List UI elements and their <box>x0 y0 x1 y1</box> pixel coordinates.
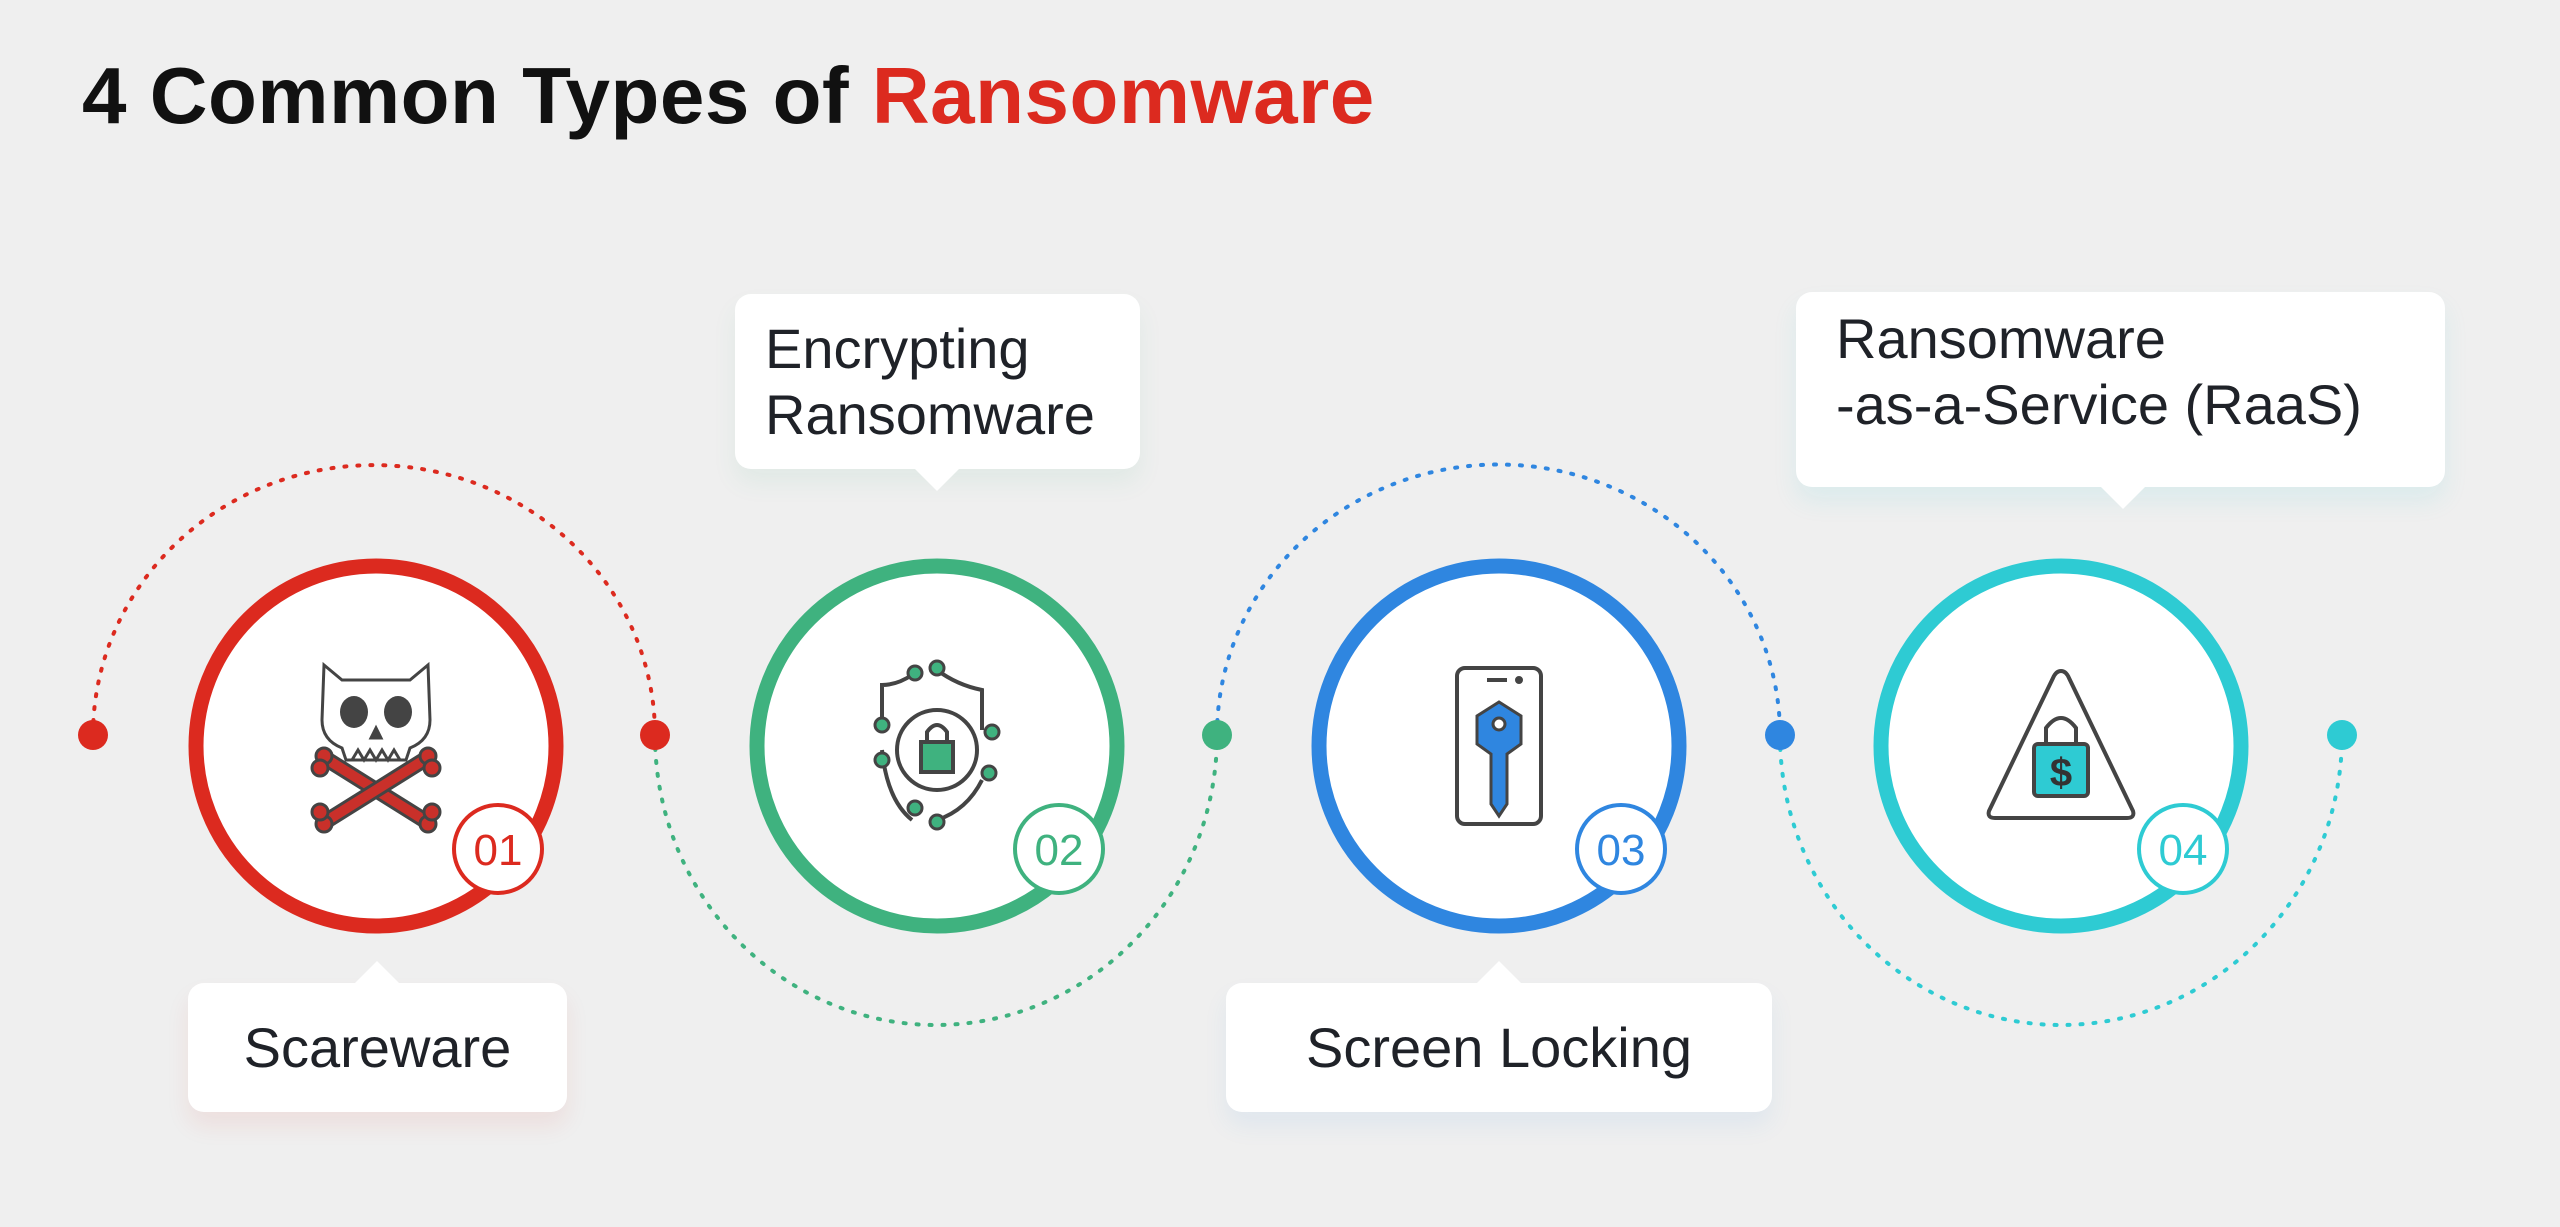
timeline-dot <box>640 720 670 750</box>
svg-text:$: $ <box>2050 751 2072 795</box>
warning-padlock-dollar-icon: $ <box>1986 668 2136 820</box>
connector-arc-red <box>91 463 657 737</box>
callout-encrypting-ransomware: Encrypting Ransomware <box>735 294 1140 491</box>
step-label: Screen Locking <box>1305 1015 1692 1079</box>
step-number: 03 <box>1597 826 1646 875</box>
step-badge-04: 04 <box>2137 803 2229 895</box>
callout-raas: Ransomware -as-a-Service (RaaS) <box>1796 292 2445 509</box>
timeline-dot <box>1202 720 1232 750</box>
callout-pointer <box>915 469 959 491</box>
connector-arc-teal <box>1778 733 2344 1027</box>
skull-crossbones-icon <box>310 661 442 834</box>
timeline-dot <box>1765 720 1795 750</box>
callout-pointer <box>355 961 399 983</box>
callout-scareware: Scareware <box>188 961 567 1112</box>
callout-screen-locking: Screen Locking <box>1226 961 1772 1112</box>
connector-arc-green <box>653 733 1219 1027</box>
step-number: 02 <box>1035 826 1084 875</box>
step-label-line1: Encrypting <box>765 317 1030 380</box>
phone-key-icon <box>1455 666 1543 826</box>
step-label: Scareware <box>243 1015 512 1079</box>
connector-arc-blue <box>1215 462 1782 737</box>
step-badge-03: 03 <box>1575 803 1667 895</box>
title-prefix: 4 Common Types of <box>82 51 872 140</box>
shield-lock-network-icon <box>873 659 1001 831</box>
callout-pointer <box>2101 487 2145 509</box>
step-label-line2: Ransomware <box>765 383 1095 446</box>
callout-pointer <box>1477 961 1521 983</box>
step-number: 01 <box>474 826 523 875</box>
step-badge-02: 02 <box>1013 803 1105 895</box>
step-badge-01: 01 <box>452 803 544 895</box>
step-label-line2: -as-a-Service (RaaS) <box>1836 373 2362 436</box>
timeline-dot <box>78 720 108 750</box>
title-accent: Ransomware <box>871 51 1375 140</box>
step-label-line1: Ransomware <box>1836 307 2166 370</box>
timeline-dot <box>2327 720 2357 750</box>
page-title: 4 Common Types of Ransomware <box>82 50 1375 142</box>
step-number: 04 <box>2159 826 2208 875</box>
